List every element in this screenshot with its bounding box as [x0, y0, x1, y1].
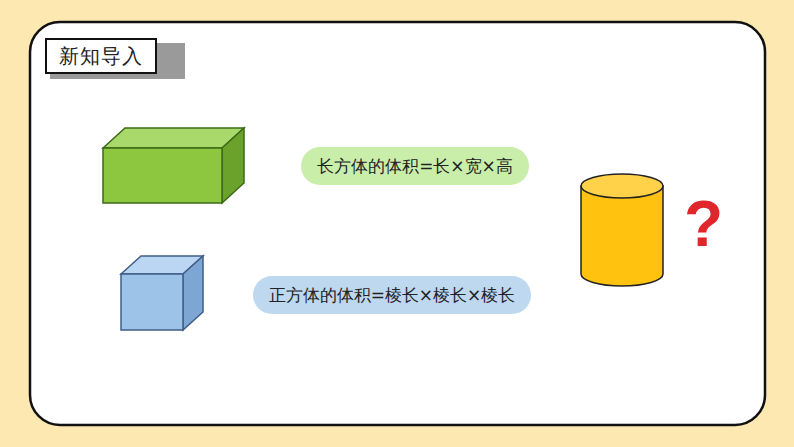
cuboid	[103, 128, 244, 203]
formula-pill: 长方体的体积=长×宽×高	[301, 147, 529, 185]
formula-text: 正方体的体积=棱长×棱长×棱长	[269, 284, 516, 307]
panel	[30, 22, 765, 425]
question-mark: ?	[684, 192, 723, 256]
formula-text: 长方体的体积=长×宽×高	[317, 155, 513, 178]
formula-pill: 正方体的体积=棱长×棱长×棱长	[253, 276, 532, 314]
title: 新知导入	[59, 43, 143, 70]
cube	[121, 256, 203, 330]
cylinder	[581, 174, 663, 286]
title-box: 新知导入	[45, 38, 157, 74]
